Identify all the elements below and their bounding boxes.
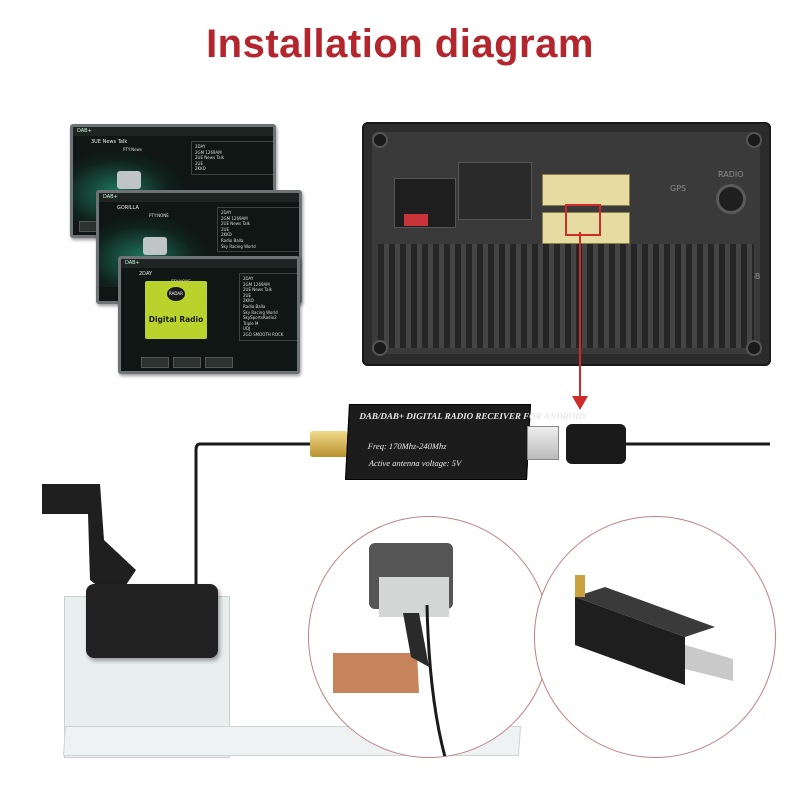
radio-screen-3: DAB+ 2DAY PTY:NONE RADAR Digital Radio 2… xyxy=(118,256,300,374)
screw-icon xyxy=(372,340,388,356)
next-button xyxy=(205,357,233,368)
usb-connector xyxy=(527,426,559,460)
receiver-detail-circle xyxy=(534,516,776,758)
page-title: Installation diagram xyxy=(206,22,594,66)
receiver-label: DAB/DAB+ DIGITAL RADIO RECEIVER FOR ANDR… xyxy=(359,411,586,421)
list-item: 2KKO xyxy=(221,232,232,238)
antenna-detail xyxy=(333,543,453,757)
prev-button xyxy=(141,357,169,368)
list-item: 2UE xyxy=(195,160,203,166)
red-connector xyxy=(404,214,428,226)
antenna-amplifier xyxy=(86,584,218,658)
list-item: 2DAY xyxy=(243,276,254,281)
list-item: 2GM 1269AM xyxy=(221,215,248,221)
list-item: SkySportsRadio2 xyxy=(243,315,277,321)
screen-topbar: DAB+ xyxy=(73,127,273,136)
digital-radio-logo: RADAR Digital Radio xyxy=(145,281,207,339)
antenna-detail-circle xyxy=(308,516,550,758)
vent-grille xyxy=(378,244,754,348)
radio-port-icon xyxy=(716,184,746,214)
list-item: 2UE xyxy=(221,226,229,232)
station-name: GORILLA xyxy=(117,205,139,211)
screw-icon xyxy=(746,340,762,356)
head-unit-panel: GPS RADIO USB xyxy=(372,132,760,354)
pty-label: PTY:News xyxy=(123,147,142,152)
pty-label: PTY:NONE xyxy=(149,213,169,218)
screen-topbar: DAB+ xyxy=(121,259,297,268)
sma-pin xyxy=(575,575,585,597)
list-item: Radio Balla xyxy=(221,237,244,243)
list-item: 2DAY xyxy=(195,144,206,149)
station-list: 2DAY 2GM 1269AM 2UE News Talk 2UE 2KKO R… xyxy=(239,273,297,341)
receiver-top xyxy=(575,587,715,637)
receiver-frequency: Freq: 170Mhz-240Mhz xyxy=(367,441,447,451)
usb-tip xyxy=(685,645,733,681)
list-item: UDJ xyxy=(243,326,251,332)
receiver-detail xyxy=(575,575,733,685)
camera-icon xyxy=(117,171,141,189)
usb-plug xyxy=(566,424,626,464)
list-item: 2UE News Talk xyxy=(221,221,251,227)
list-item: Sky Racing World xyxy=(221,243,256,249)
antenna-cable xyxy=(194,442,312,590)
search-button xyxy=(173,357,201,368)
station-list: 2DAY 2GM 1269AM 2UE News Talk 2UE 2KKO xyxy=(191,141,273,175)
camera-icon xyxy=(143,237,167,255)
sma-connector xyxy=(310,431,348,457)
receiver-voltage: Active antenna voltage: 5V xyxy=(368,458,462,468)
screw-icon xyxy=(372,132,388,148)
film-strip xyxy=(403,613,429,667)
list-item: 2UE xyxy=(243,292,251,298)
list-item: Radio Balla xyxy=(243,303,266,309)
radar-logo: RADAR xyxy=(167,287,185,301)
station-name: 2DAY xyxy=(139,271,153,277)
yellow-connector-bottom xyxy=(542,212,630,244)
list-item: 2KKO xyxy=(195,166,206,172)
screen-topbar: DAB+ xyxy=(99,193,299,202)
list-item: Triple M xyxy=(243,320,259,326)
receiver-body xyxy=(575,597,685,685)
flat-cable xyxy=(42,484,136,600)
harness-socket xyxy=(458,162,532,220)
list-item: 2UE News Talk xyxy=(195,155,225,161)
radio-label: RADIO xyxy=(718,170,744,179)
antenna-base xyxy=(379,577,449,617)
list-item: 2KKO xyxy=(243,298,254,304)
station-list: 2DAY 2GM 1269AM 2UE News Talk 2UE 2KKO R… xyxy=(217,207,299,253)
list-item: 2GM 1269AM xyxy=(195,149,222,155)
logo-text: Digital Radio xyxy=(148,315,204,324)
gps-label: GPS xyxy=(670,184,687,193)
station-name: 3UE News Talk xyxy=(91,139,128,145)
list-item: 2GM 1269AM xyxy=(243,281,270,287)
list-item: 2DAY xyxy=(221,210,232,215)
yellow-connector-top xyxy=(542,174,630,206)
port-highlight xyxy=(565,204,601,236)
detail-cable xyxy=(425,604,447,757)
list-item: 2UE News Talk xyxy=(243,287,273,293)
list-item: Sky Racing World xyxy=(243,309,278,315)
list-item: 2GO SMOOTH ROCK xyxy=(243,331,284,337)
head-unit-rear: GPS RADIO USB xyxy=(362,122,771,366)
arrow-head xyxy=(572,396,588,410)
copper-tape xyxy=(333,653,419,693)
dab-receiver: DAB/DAB+ DIGITAL RADIO RECEIVER FOR ANDR… xyxy=(345,404,585,480)
screw-icon xyxy=(746,132,762,148)
